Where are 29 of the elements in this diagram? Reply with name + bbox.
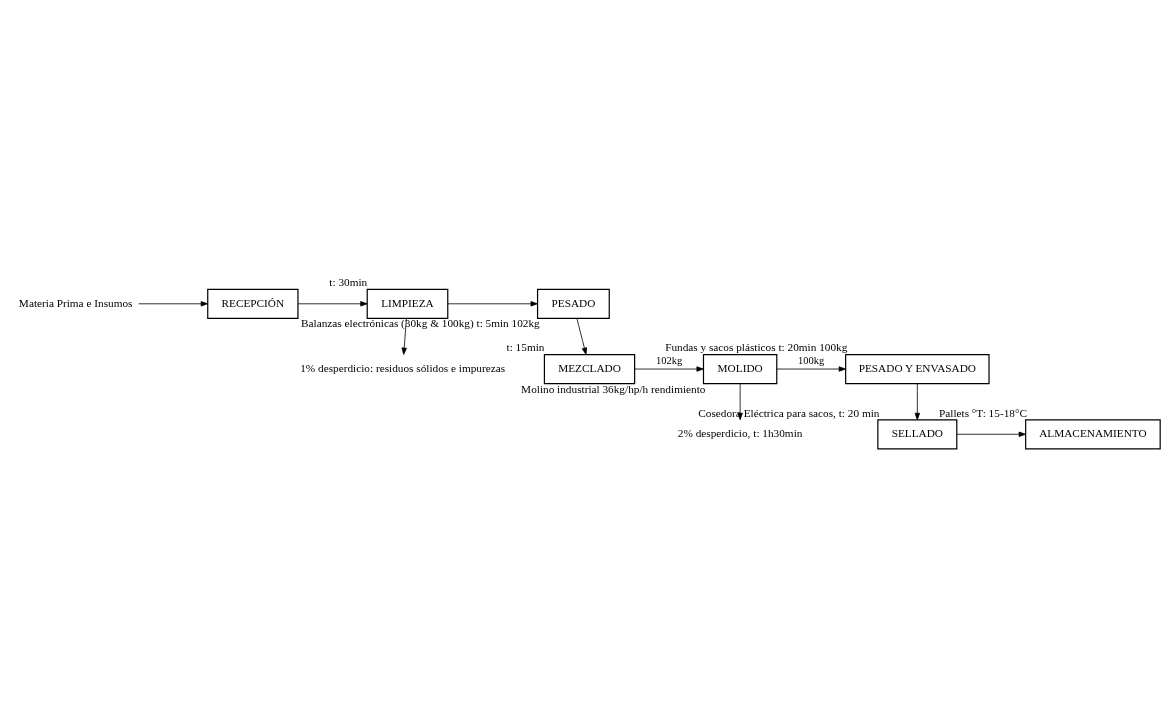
node-text: 2% desperdicio, t: 1h30min: [677, 427, 803, 440]
arrow: [576, 318, 588, 355]
node-box: MOLIDO: [702, 353, 778, 385]
node-label: t: 30min: [329, 276, 368, 289]
node-box: ALMACENAMIENTO: [1025, 419, 1161, 450]
arrow: [401, 318, 407, 355]
node-box: MEZCLADO: [543, 353, 636, 385]
node-label: Fundas y sacos plásticos t: 20min 100kg: [665, 341, 848, 354]
node-box: RECEPCIÓN: [207, 288, 299, 319]
arrow: [447, 301, 538, 307]
node-label: Balanzas electrónicas (30kg & 100kg) t: 5min 102kg: [301, 317, 540, 330]
arrow: [776, 366, 846, 372]
arrow: [914, 383, 920, 421]
node-label: Pallets °T: 15-18°C: [939, 406, 1027, 419]
arrow: [297, 301, 368, 307]
node-box: PESADO: [536, 288, 610, 319]
edge-label: 102kg: [655, 354, 683, 366]
edge-label: 100kg: [798, 354, 825, 366]
node-label: Cosedora Eléctrica para sacos, t: 20 min: [698, 406, 880, 419]
arrow: [956, 431, 1026, 437]
arrow: [634, 366, 704, 372]
node-label: t: 15min: [506, 341, 545, 354]
arrow: [138, 301, 208, 307]
node-label: Molino industrial 36kg/hp/h rendimiento: [521, 382, 706, 395]
node-box: PESADO Y ENVASADO: [845, 353, 990, 385]
node-text: Materia Prima e Insumos: [18, 296, 133, 309]
node-box: SELLADO: [877, 419, 958, 450]
node-box: LIMPIEZA: [366, 288, 449, 319]
node-text: 1% desperdicio: residuos sólidos e impurezas: [300, 362, 506, 375]
